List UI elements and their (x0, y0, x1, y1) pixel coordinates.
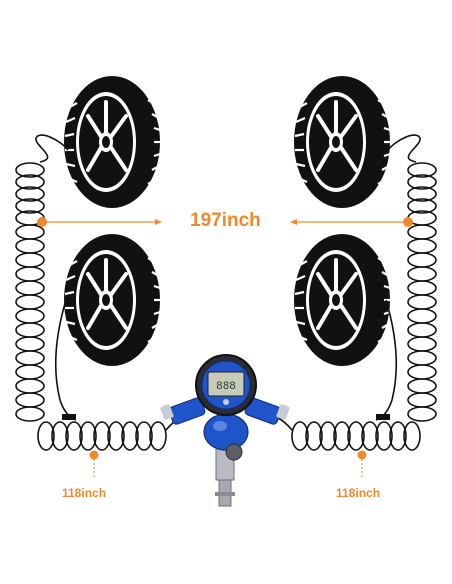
lcd-screen (207, 371, 245, 397)
tire-icon-bottom-left (62, 232, 162, 368)
power-button-icon (223, 399, 229, 405)
coiled-hose-bottom-right (261, 411, 421, 451)
manifold-body (203, 413, 249, 451)
tire-icon-bottom-right (292, 232, 392, 368)
release-valve-icon (225, 443, 243, 461)
distance-label: 197inch (190, 210, 261, 231)
coiled-hose-right (375, 134, 437, 422)
hose-marker-left (89, 450, 99, 478)
coiled-hose-left (15, 134, 77, 422)
right-hose-length-label: 118inch (336, 486, 381, 500)
coupler-left (160, 397, 206, 425)
hose-marker-right (357, 450, 367, 478)
tire-icon-top-right (292, 74, 392, 210)
chuck-right (376, 414, 390, 420)
coiled-hose-bottom-left (37, 411, 197, 451)
distance-arrow-left (37, 217, 162, 227)
svg-text:888: 888 (216, 381, 236, 393)
tire-icon-top-left (62, 74, 162, 210)
distance-arrow-right (290, 217, 413, 227)
coupler-right (244, 397, 290, 425)
chuck-left (62, 414, 76, 420)
digital-tire-pressure-gauge: 888 (160, 354, 290, 507)
left-hose-length-label: 118inch (62, 486, 107, 500)
